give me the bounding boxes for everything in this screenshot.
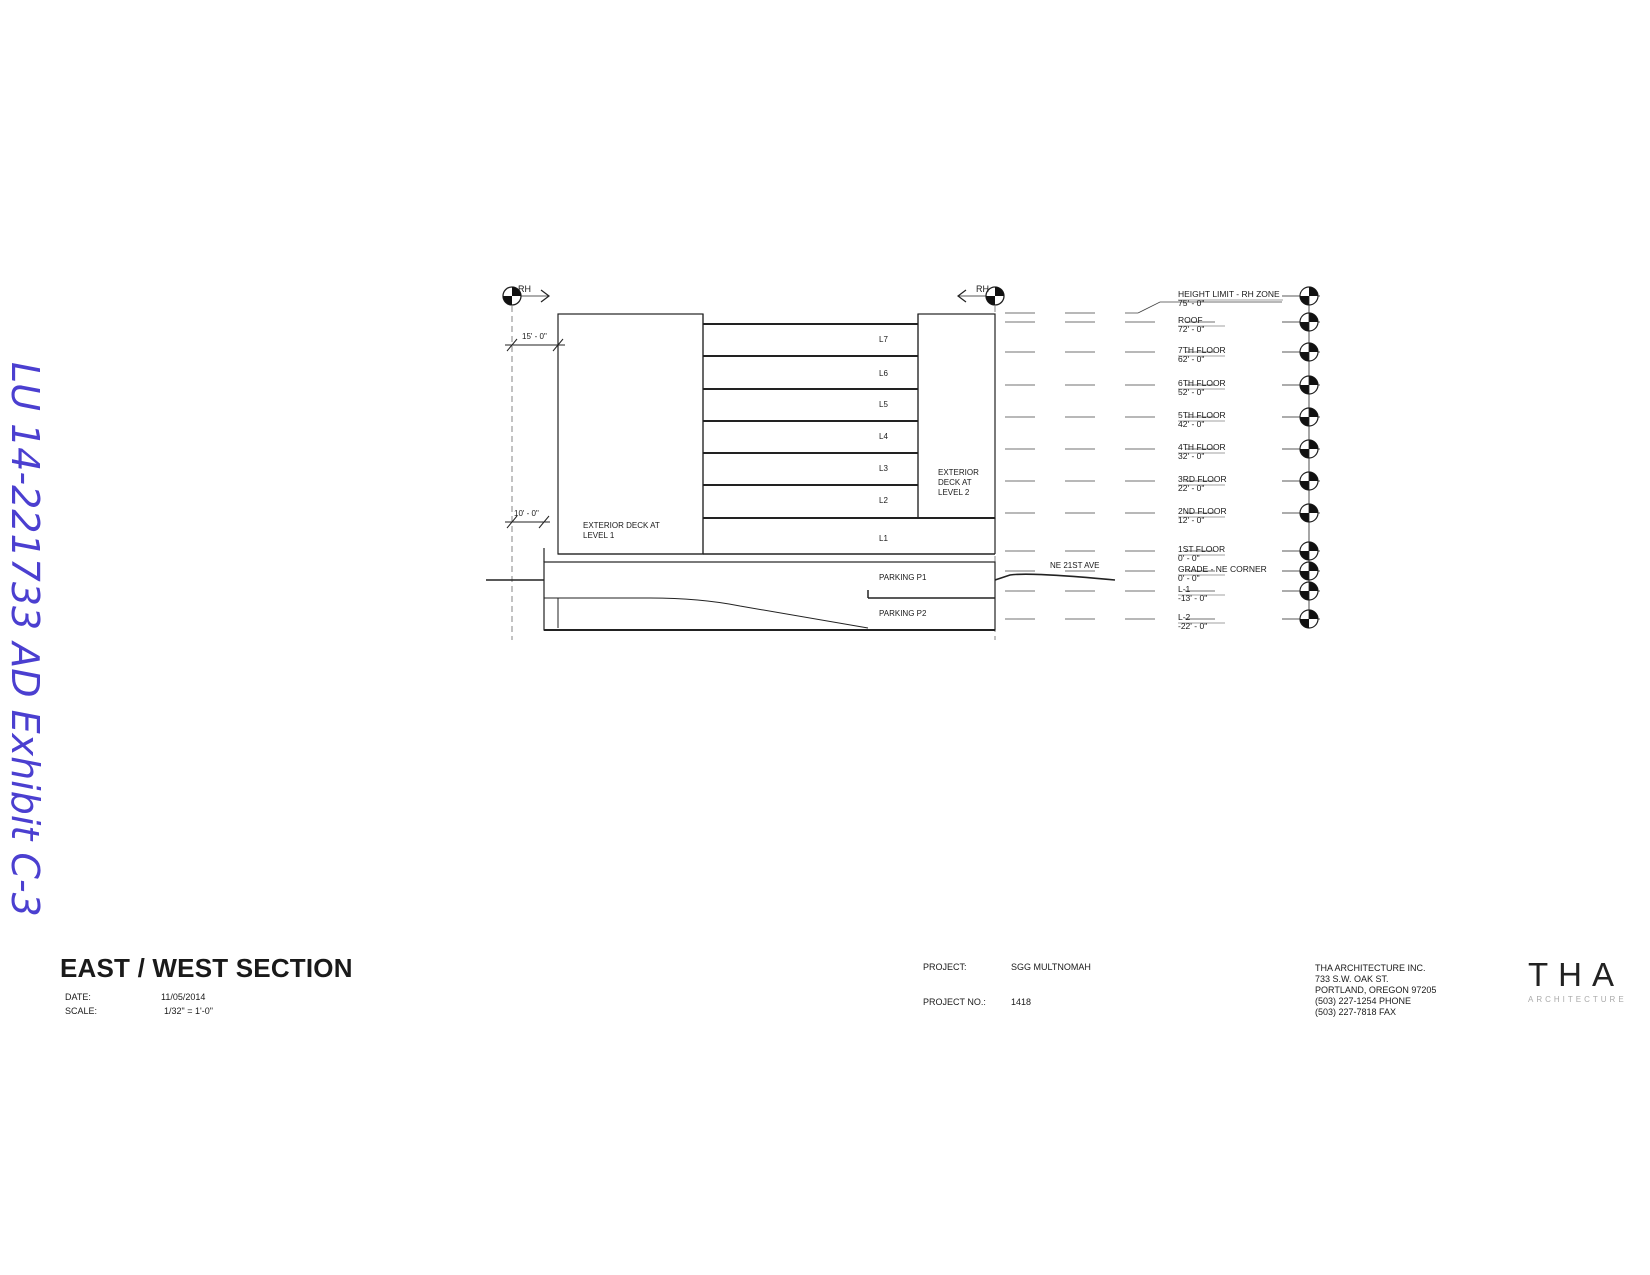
- level-marker-fill: [1300, 619, 1309, 628]
- floor-label-l2: L2: [879, 496, 888, 505]
- floor-label-l6: L6: [879, 369, 888, 378]
- rh-marker-label-right: RH: [976, 284, 989, 294]
- deck-level-1-line-1: EXTERIOR DECK AT: [583, 521, 660, 530]
- building-section: [486, 296, 1116, 640]
- level-name: 7TH FLOOR: [1178, 345, 1226, 355]
- level-name: L-1: [1178, 584, 1191, 594]
- level-marker-fill: [1300, 385, 1309, 394]
- level-elevation: -22' - 0": [1178, 621, 1207, 631]
- level-name: L-2: [1178, 612, 1191, 622]
- deck-level-1-line-2: LEVEL 1: [583, 531, 615, 540]
- level-elevation: -13' - 0": [1178, 593, 1207, 603]
- deck-level-2-line-2: DECK AT: [938, 478, 972, 487]
- scale-value: 1/32" = 1'-0": [164, 1006, 213, 1016]
- firm-city: PORTLAND, OREGON 97205: [1315, 985, 1437, 995]
- sheet-title: EAST / WEST SECTION: [60, 953, 353, 983]
- level-marker-fill: [1300, 322, 1309, 331]
- level-marker-fill: [1309, 408, 1318, 417]
- project-number-label: PROJECT NO.:: [923, 997, 986, 1007]
- date-label: DATE:: [65, 992, 91, 1002]
- floor-label-l3: L3: [879, 464, 888, 473]
- level-marker-fill: [1309, 582, 1318, 591]
- dimension-upper: 15' - 0": [522, 332, 547, 341]
- project-label: PROJECT:: [923, 962, 967, 972]
- handwritten-annotation: LU 14-221733 AD Exhibit C-3: [3, 362, 47, 917]
- level-elevation: 62' - 0": [1178, 354, 1204, 364]
- level-marker-fill: [1300, 571, 1309, 580]
- level-marker-fill: [1300, 551, 1309, 560]
- firm-phone: (503) 227-1254 PHONE: [1315, 996, 1412, 1006]
- level-leader-line: [1137, 301, 1282, 314]
- deck-level-2-line-1: EXTERIOR: [938, 468, 979, 477]
- scale-label: SCALE:: [65, 1006, 98, 1016]
- level-marker-fill: [1309, 376, 1318, 385]
- firm-logo-subtitle: ARCHITECTURE: [1528, 995, 1627, 1004]
- dimension-marks: [505, 338, 565, 529]
- floor-label-l5: L5: [879, 400, 888, 409]
- floor-label-l4: L4: [879, 432, 888, 441]
- firm-street: 733 S.W. OAK ST.: [1315, 974, 1389, 984]
- level-elevation: 72' - 0": [1178, 324, 1204, 334]
- dimension-lower: 10' - 0": [514, 509, 539, 518]
- level-elevation: 0' - 0": [1178, 553, 1200, 563]
- level-marker-fill: [1309, 504, 1318, 513]
- level-marker-fill: [1309, 542, 1318, 551]
- level-elevation: 42' - 0": [1178, 419, 1204, 429]
- level-marker-fill: [1300, 481, 1309, 490]
- level-elevation: 32' - 0": [1178, 451, 1204, 461]
- tower-floors: [702, 314, 995, 554]
- level-name: 1ST FLOOR: [1178, 544, 1225, 554]
- level-elevation: 0' - 0": [1178, 573, 1200, 583]
- level-marker-fill: [1309, 440, 1318, 449]
- level-elevation: 12' - 0": [1178, 515, 1204, 525]
- firm-fax: (503) 227-7818 FAX: [1315, 1007, 1397, 1017]
- firm-logo: THA: [1528, 956, 1624, 993]
- level-marker-fill: [1309, 343, 1318, 352]
- firm-name: THA ARCHITECTURE INC.: [1315, 963, 1426, 973]
- level-marker-fill: [1300, 296, 1309, 305]
- level-marker-fill: [1300, 513, 1309, 522]
- level-marker-fill: [1300, 417, 1309, 426]
- level-elevation: 22' - 0": [1178, 483, 1204, 493]
- level-elevation: 75' - 0": [1178, 298, 1204, 308]
- date-value: 11/05/2014: [161, 992, 206, 1002]
- parking-structure: [543, 561, 996, 631]
- project-value: SGG MULTNOMAH: [1011, 962, 1091, 972]
- level-name: 2ND FLOOR: [1178, 506, 1227, 516]
- level-name: HEIGHT LIMIT - RH ZONE: [1178, 289, 1280, 299]
- level-marker-fill: [1300, 449, 1309, 458]
- floor-label-l7: L7: [879, 335, 888, 344]
- level-marker-fill: [1309, 287, 1318, 296]
- project-number-value: 1418: [1011, 997, 1032, 1007]
- level-name: 5TH FLOOR: [1178, 410, 1226, 420]
- level-marker-fill: [1300, 352, 1309, 361]
- floor-label-l1: L1: [879, 534, 888, 543]
- level-name: 6TH FLOOR: [1178, 378, 1226, 388]
- level-name: 4TH FLOOR: [1178, 442, 1226, 452]
- level-marker-fill: [1300, 591, 1309, 600]
- firm-address: THA ARCHITECTURE INC. 733 S.W. OAK ST. P…: [1315, 963, 1436, 1018]
- level-marker-fill: [1309, 610, 1318, 619]
- level-marker-fill: [1309, 472, 1318, 481]
- level-name: GRADE - NE CORNER: [1178, 564, 1267, 574]
- level-name: ROOF: [1178, 315, 1203, 325]
- deck-level-2-line-3: LEVEL 2: [938, 488, 970, 497]
- street-label: NE 21ST AVE: [1050, 561, 1100, 570]
- level-marker-fill: [1309, 313, 1318, 322]
- rh-marker-left: [502, 286, 550, 306]
- parking-label-p1: PARKING P1: [879, 573, 927, 582]
- level-marker-fill: [1309, 562, 1318, 571]
- parking-label-p2: PARKING P2: [879, 609, 927, 618]
- rh-marker-label-left: RH: [518, 284, 531, 294]
- deck-level-1-volume: [557, 313, 704, 555]
- rh-marker-right: [957, 286, 1005, 306]
- level-name: 3RD FLOOR: [1178, 474, 1227, 484]
- level-elevation: 52' - 0": [1178, 387, 1204, 397]
